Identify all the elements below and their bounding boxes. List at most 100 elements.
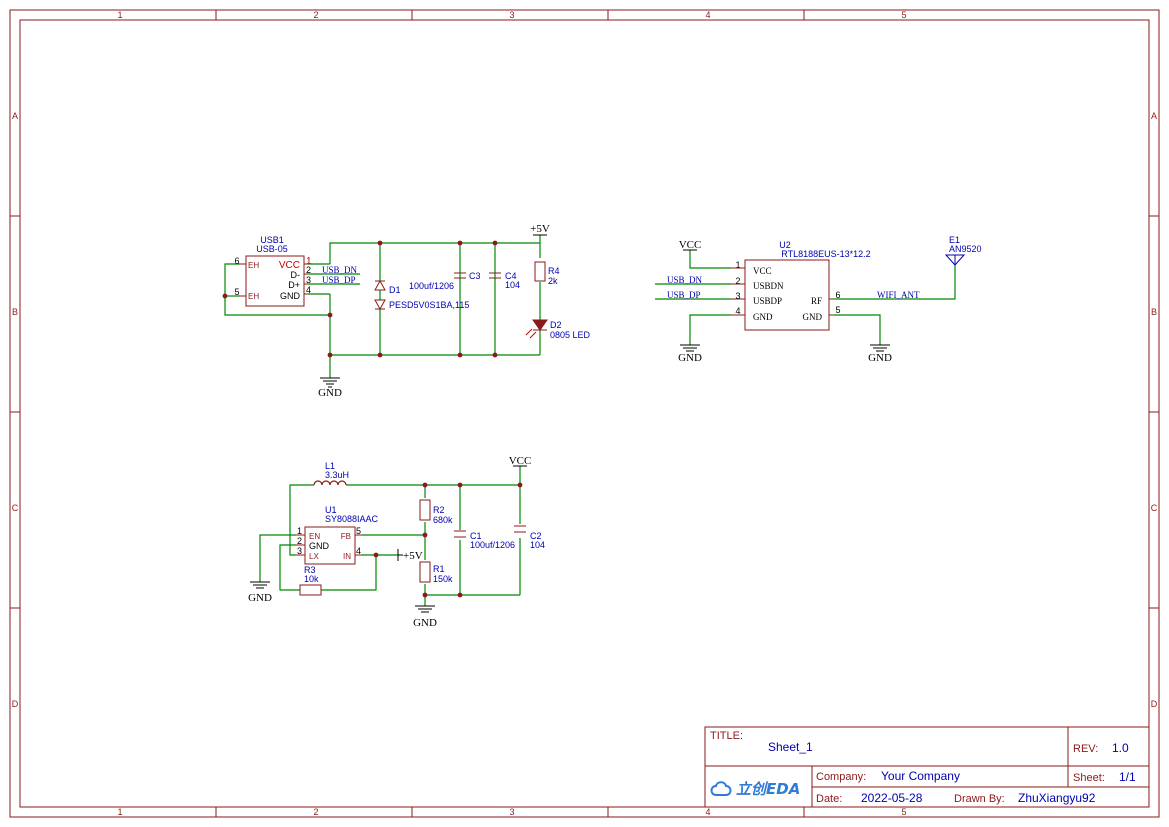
- col-label-bottom: 1: [117, 807, 122, 817]
- net-label-usb-dp: USB_DP: [322, 275, 356, 285]
- col-label-bottom: 3: [509, 807, 514, 817]
- u2-pin-rf: RF: [811, 296, 822, 306]
- r4-ref: R4: [548, 266, 560, 276]
- c2-value: 104: [530, 540, 545, 550]
- u2-value: RTL8188EUS-13*12.2: [781, 249, 870, 259]
- row-label-left: D: [12, 699, 19, 709]
- col-label-top: 1: [117, 10, 122, 20]
- row-label-left: B: [12, 307, 18, 317]
- u2-pin-num: 6: [835, 290, 840, 300]
- u1-pin-en: EN: [309, 532, 320, 541]
- u2-ref: U2: [779, 240, 791, 250]
- usb1-pin-num: 3: [306, 275, 311, 285]
- c3-value: 100uf/1206: [409, 281, 454, 291]
- e1-ref: E1: [949, 235, 960, 245]
- power-5v-label: +5V: [530, 223, 550, 235]
- c2-ref: C2: [530, 531, 542, 541]
- usb-section-junctions: [222, 240, 498, 358]
- usb1-ref: USB1: [260, 235, 284, 245]
- usb1-pin-num: 6: [234, 256, 239, 266]
- net-label-usb-dp: USB_DP: [667, 290, 701, 300]
- usb1-pin-num: 2: [306, 265, 311, 275]
- c1-capacitor[interactable]: C1 100uf/1206: [454, 530, 515, 550]
- drawn-by-value: ZhuXiangyu92: [1018, 791, 1096, 805]
- u2-pin-num: 5: [835, 305, 840, 315]
- u2-pin-usbdn: USBDN: [753, 281, 784, 291]
- l1-value: 3.3uH: [325, 470, 349, 480]
- frame-row-labels: A B C D A B C D: [12, 111, 1158, 709]
- c3-ref: C3: [469, 271, 481, 281]
- row-label-right: C: [1151, 503, 1158, 513]
- r4-resistor[interactable]: R4 2k: [534, 261, 560, 286]
- sheet-value: 1/1: [1119, 770, 1136, 784]
- r2-value: 680k: [433, 515, 453, 525]
- c1-ref: C1: [470, 531, 482, 541]
- d2-value: 0805 LED: [550, 330, 591, 340]
- r1-resistor[interactable]: R1 150k: [419, 561, 453, 584]
- gnd-label: GND: [318, 387, 342, 399]
- u1-value: SY8088IAAC: [325, 514, 379, 524]
- col-label-bottom: 5: [901, 807, 906, 817]
- title-block: TITLE: Sheet_1 REV: 1.0 立创EDA Company: Y…: [704, 726, 1150, 808]
- d1-value: PESD5V0S1BA,115: [389, 300, 469, 310]
- u1-pin-num: 5: [356, 526, 361, 536]
- usb1-pin-dm: D-: [291, 270, 301, 280]
- usb-net-labels: USB_DN USB_DP: [322, 265, 358, 285]
- u1-pin-num: 4: [356, 546, 361, 556]
- date-value: 2022-05-28: [861, 791, 923, 805]
- u1-ref: U1: [325, 505, 337, 515]
- u1-pin-in: IN: [343, 552, 351, 561]
- l1-inductor[interactable]: L1 3.3uH: [313, 461, 349, 486]
- col-label-top: 5: [901, 10, 906, 20]
- sheet-label: Sheet:: [1073, 772, 1105, 784]
- usb1-pin-vcc: VCC: [279, 260, 300, 271]
- c3-capacitor[interactable]: C3 100uf/1206: [409, 271, 481, 291]
- date-label: Date:: [816, 793, 842, 805]
- e1-value: AN9520: [949, 244, 982, 254]
- net-label-wifi-ant: WIFI_ANT: [877, 290, 920, 300]
- usb1-pin-num: 5: [234, 287, 239, 297]
- r2-resistor[interactable]: R2 680k: [419, 499, 453, 525]
- c1-value: 100uf/1206: [470, 540, 515, 550]
- u2-pin-usbdp: USBDP: [753, 296, 782, 306]
- u1-pin-num: 3: [297, 546, 302, 556]
- c4-capacitor[interactable]: C4 104: [489, 271, 520, 290]
- row-label-right: B: [1151, 307, 1157, 317]
- u1-pin-gnd: GND: [309, 541, 330, 551]
- row-label-left: A: [12, 111, 18, 121]
- dcdc-section-junctions: [373, 482, 523, 598]
- drawn-by-label: Drawn By:: [954, 793, 1005, 805]
- c2-capacitor[interactable]: C2 104: [514, 525, 545, 550]
- usb1-pin-dp: D+: [288, 280, 300, 290]
- sheet-title: Sheet_1: [768, 740, 813, 754]
- sheet-frame: [9, 9, 1160, 818]
- row-label-right: A: [1151, 111, 1157, 121]
- d1-tvs-diode[interactable]: D1 PESD5V0S1BA,115: [374, 279, 469, 311]
- r2-ref: R2: [433, 505, 445, 515]
- usb1-value: USB-05: [256, 244, 288, 254]
- r3-value: 10k: [304, 574, 319, 584]
- col-label-top: 3: [509, 10, 514, 20]
- usb1-pin-gnd: GND: [280, 291, 301, 301]
- d2-led[interactable]: D2 0805 LED: [525, 319, 591, 340]
- wifi-power-symbols: VCC GND GND: [678, 239, 892, 364]
- u2-pin-num: 2: [735, 276, 740, 286]
- u2-wifi-module[interactable]: U2 RTL8188EUS-13*12.2 VCC USBDN USBDP GN…: [731, 240, 871, 331]
- r1-value: 150k: [433, 574, 453, 584]
- company-value: Your Company: [881, 769, 960, 783]
- gnd-label: GND: [868, 352, 892, 364]
- u1-buck-regulator[interactable]: U1 SY8088IAAC EN GND LX FB IN 1 2 3 5 4: [296, 505, 379, 565]
- power-5v-label: +5V: [403, 550, 423, 562]
- usb1-pin-num: 1: [306, 256, 312, 267]
- l1-ref: L1: [325, 461, 335, 471]
- r3-resistor[interactable]: R3 10k: [299, 565, 322, 596]
- col-label-bottom: 2: [313, 807, 318, 817]
- usb1-pin-eh: EH: [248, 292, 259, 301]
- r1-ref: R1: [433, 564, 445, 574]
- title-label: TITLE:: [710, 730, 743, 742]
- e1-antenna[interactable]: E1 AN9520: [944, 235, 982, 266]
- vcc-label: VCC: [679, 239, 702, 251]
- gnd-label: GND: [413, 617, 437, 629]
- usb1-connector[interactable]: USB1 USB-05 EH EH VCC D- D+ GND 6 5 1 2 …: [234, 235, 312, 307]
